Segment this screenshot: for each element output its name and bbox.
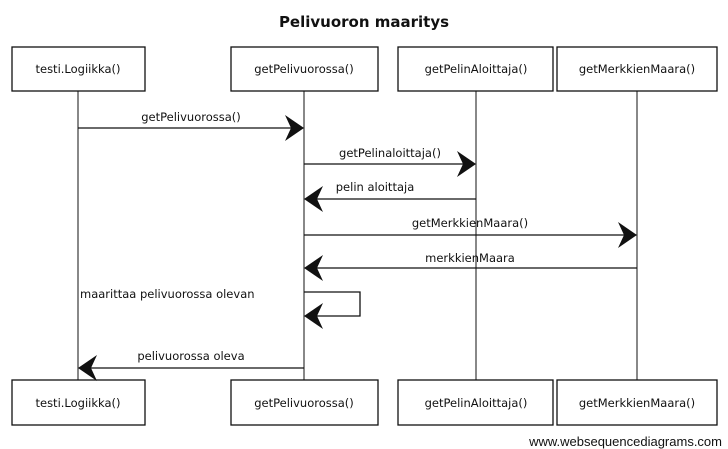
message-label: getPelivuorossa() — [141, 110, 241, 124]
participant-top-getmerkkienmaara: getMerkkienMaara() — [556, 46, 718, 92]
participant-label: getPelinAloittaja() — [425, 62, 528, 76]
participant-top-logiikka: testi.Logiikka() — [11, 46, 146, 92]
message-label: getPelinaloittaja() — [339, 146, 441, 160]
arrowhead — [618, 222, 637, 248]
message-label: merkkienMaara — [425, 251, 515, 265]
arrowhead — [78, 355, 97, 381]
participant-label: getMerkkienMaara() — [579, 396, 695, 410]
participant-top-getpelivuorossa: getPelivuorossa() — [230, 46, 379, 92]
participant-label: getPelivuorossa() — [254, 396, 354, 410]
message-merkkienmaara-return: merkkienMaara — [304, 251, 637, 281]
participant-label: getPelinAloittaja() — [425, 396, 528, 410]
message-getmerkkienmaara-call: getMerkkienMaara() — [304, 216, 637, 248]
participant-label: getPelivuorossa() — [254, 62, 354, 76]
participant-bottom-getmerkkienmaara: getMerkkienMaara() — [556, 379, 718, 426]
arrowhead — [457, 151, 476, 177]
participant-label: testi.Logiikka() — [35, 396, 120, 410]
participant-bottom-getpelinaloittaja: getPelinAloittaja() — [397, 379, 554, 426]
arrowhead — [304, 186, 323, 212]
arrowhead — [304, 303, 323, 329]
message-pelivuorossa-oleva-return: pelivuorossa oleva — [78, 349, 304, 381]
participant-bottom-getpelivuorossa: getPelivuorossa() — [230, 379, 379, 426]
diagram-title: Pelivuoron maaritys — [279, 13, 449, 31]
participant-label: getMerkkienMaara() — [579, 62, 695, 76]
message-label: pelin aloittaja — [336, 180, 415, 194]
message-label: pelivuorossa oleva — [137, 349, 244, 363]
footer-watermark: www.websequencediagrams.com — [528, 434, 722, 449]
message-label: maarittaa pelivuorossa olevan — [80, 287, 255, 301]
message-getpelivuorossa-call: getPelivuorossa() — [78, 110, 304, 141]
arrowhead — [304, 255, 323, 281]
message-self-maarittaa: maarittaa pelivuorossa olevan — [80, 287, 361, 329]
participant-top-getpelinaloittaja: getPelinAloittaja() — [397, 46, 554, 92]
participant-label: testi.Logiikka() — [35, 62, 120, 76]
message-getpelinaloittaja-call: getPelinaloittaja() — [304, 146, 476, 177]
participant-bottom-logiikka: testi.Logiikka() — [11, 379, 146, 426]
message-label: getMerkkienMaara() — [412, 216, 528, 230]
message-pelin-aloittaja-return: pelin aloittaja — [304, 180, 476, 212]
arrowhead — [285, 115, 304, 141]
